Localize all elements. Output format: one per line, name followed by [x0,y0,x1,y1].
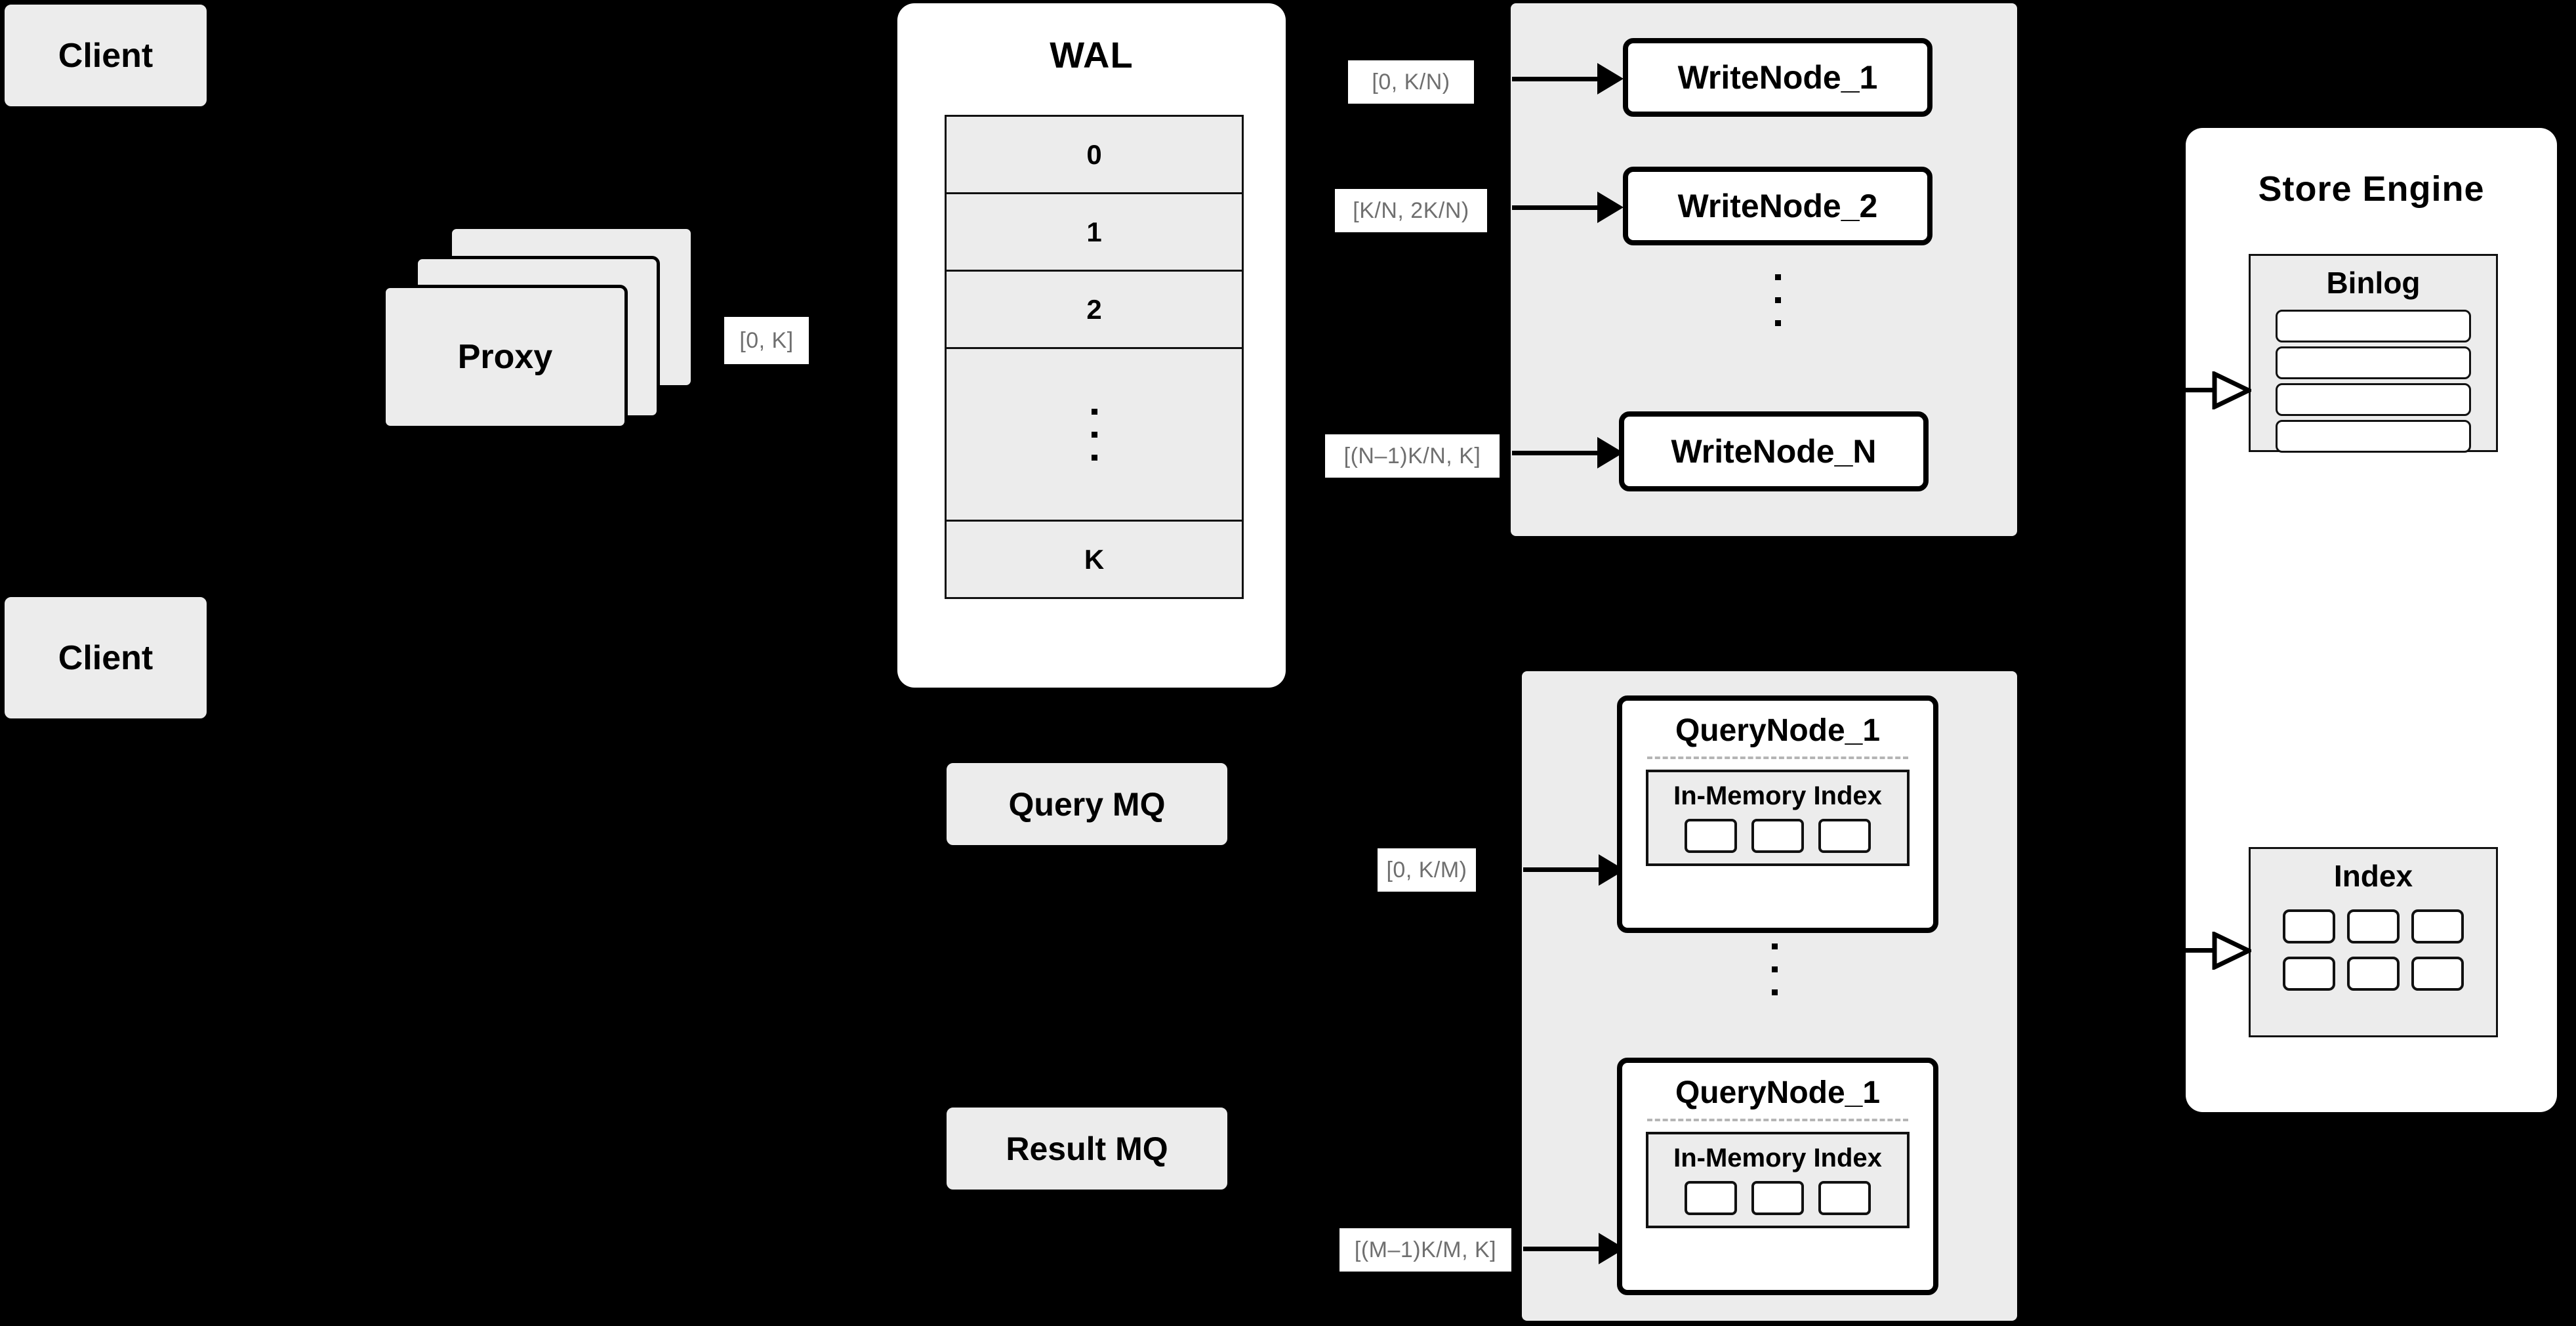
range-label-writenode-1-text: [0, K/N) [1372,69,1450,94]
range-label-writenode-2-text: [K/N, 2K/N) [1353,197,1469,223]
range-label-proxy-to-wal: [0, K] [724,317,809,364]
range-label-querynode-m-text: [(M–1)K/M, K] [1354,1237,1497,1262]
index-slot [2283,909,2335,943]
range-label-writenode-n-text: [(N–1)K/N, K] [1343,443,1481,468]
index-slot [2347,909,2400,943]
wal-table: 0 1 2 K [945,115,1244,599]
arrow-line-writenode-2 [1512,205,1601,210]
wal-row-ellipsis [947,349,1242,522]
index-panel: Index [2249,847,2498,1037]
range-label-writenode-n: [(N–1)K/N, K] [1325,434,1500,478]
in-memory-index-box-1: In-Memory Index [1646,770,1910,866]
index-title: Index [2333,859,2413,893]
store-engine-title: Store Engine [2258,169,2485,209]
index-slot [1685,1181,1737,1215]
range-label-proxy-to-wal-text: [0, K] [739,327,794,353]
arrow-line-to-index [2186,948,2217,953]
client-node-1-label: Client [58,36,153,75]
write-node-2-label: WriteNode_2 [1677,188,1878,224]
query-node-1-label: QueryNode_1 [1675,713,1881,748]
proxy-node[interactable]: Proxy [382,285,628,429]
arrow-line-writenode-1 [1512,77,1601,81]
in-memory-index-slots-1 [1648,819,1907,853]
index-slot [2411,957,2464,991]
write-node-2[interactable]: WriteNode_2 [1623,167,1932,245]
wal-panel: WAL 0 1 2 K [897,3,1286,688]
wal-row[interactable]: 1 [947,194,1242,272]
index-slot [2283,957,2335,991]
write-cluster-ellipsis-icon [1768,274,1788,326]
vertical-ellipsis-icon [1091,408,1097,461]
query-node-m-divider [1647,1119,1908,1121]
binlog-slot [2276,346,2471,379]
query-mq-node[interactable]: Query MQ [947,763,1227,845]
binlog-title: Binlog [2326,266,2421,300]
wal-row[interactable]: K [947,522,1242,597]
client-node-2-label: Client [58,638,153,677]
index-slot [1818,1181,1871,1215]
proxy-label: Proxy [457,338,553,376]
wal-row-value: 0 [1086,138,1102,170]
arrow-head-writenode-2 [1597,192,1624,223]
wal-row[interactable]: 0 [947,117,1242,194]
in-memory-index-slots-2 [1648,1181,1907,1215]
query-node-1[interactable]: QueryNode_1 In-Memory Index [1617,695,1938,933]
range-label-querynode-1-text: [0, K/M) [1386,857,1467,882]
query-node-1-divider [1647,756,1908,759]
arrow-head-open-index-icon [2212,932,2251,970]
query-mq-label: Query MQ [1008,785,1166,823]
arrow-line-querynode-m [1523,1247,1602,1251]
arrow-line-to-binlog [2186,388,2217,392]
in-memory-index-box-2: In-Memory Index [1646,1132,1910,1228]
range-label-querynode-m: [(M–1)K/M, K] [1339,1228,1511,1272]
arrow-head-open-binlog-icon [2212,371,2251,409]
query-node-m[interactable]: QueryNode_1 In-Memory Index [1617,1058,1938,1295]
binlog-slot [2276,420,2471,453]
range-label-writenode-1: [0, K/N) [1348,60,1474,104]
client-node-2[interactable]: Client [5,597,207,718]
arrow-head-writenode-1 [1597,63,1624,94]
binlog-slot [2276,383,2471,416]
arrow-line-querynode-1 [1523,867,1602,872]
index-slot [1685,819,1737,853]
write-node-1-label: WriteNode_1 [1677,59,1878,96]
wal-row-value: 2 [1086,293,1102,325]
result-mq-node[interactable]: Result MQ [947,1108,1227,1190]
client-node-1[interactable]: Client [5,5,207,106]
query-cluster-ellipsis-icon [1765,943,1784,995]
result-mq-label: Result MQ [1006,1130,1168,1167]
wal-row-value: 1 [1086,216,1102,247]
wal-title: WAL [1050,34,1134,75]
index-slot [1818,819,1871,853]
index-slot [1751,1181,1804,1215]
index-slot [1751,819,1804,853]
query-node-m-label: QueryNode_1 [1675,1075,1881,1110]
arrow-line-writenode-n [1512,451,1601,455]
write-node-n[interactable]: WriteNode_N [1619,411,1929,491]
binlog-panel: Binlog [2249,254,2498,453]
range-label-querynode-1: [0, K/M) [1378,848,1476,892]
range-label-writenode-2: [K/N, 2K/N) [1335,189,1487,232]
write-node-1[interactable]: WriteNode_1 [1623,38,1932,117]
binlog-slot [2276,310,2471,342]
wal-row-value: K [1084,543,1105,575]
in-memory-index-title-2: In-Memory Index [1673,1144,1882,1172]
index-slot [2411,909,2464,943]
in-memory-index-title-1: In-Memory Index [1673,781,1882,810]
index-slot [2347,957,2400,991]
wal-row[interactable]: 2 [947,272,1242,349]
write-node-n-label: WriteNode_N [1671,433,1877,470]
